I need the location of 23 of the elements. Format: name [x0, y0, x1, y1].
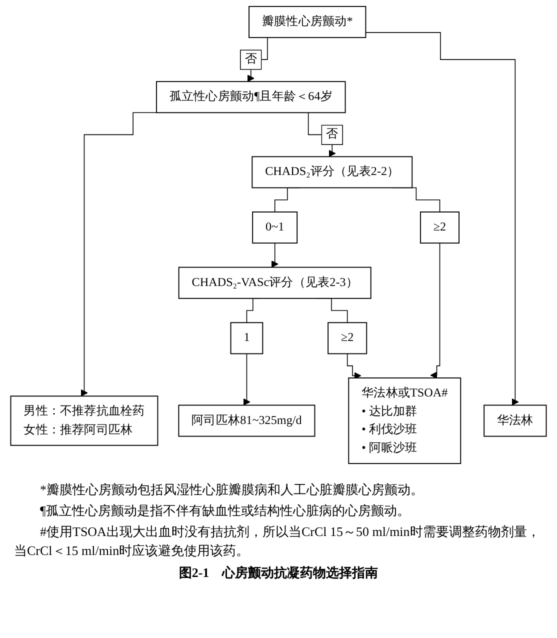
node-box: 阿司匹林81~325mg/d [178, 404, 316, 437]
edge-label: 否 [244, 52, 257, 66]
node-box: ≥2 [328, 322, 368, 354]
arrow [271, 242, 278, 268]
node-box: 华法林或TSOA# • 达比加群 • 利伐沙班 • 阿哌沙班 [348, 377, 462, 464]
node-box: ≥2 [420, 212, 460, 244]
node-box: 1 [230, 322, 264, 354]
arrow [430, 242, 440, 379]
node-box: 华法林 [484, 404, 547, 437]
node-box: 孤立性心房颤动¶且年龄＜64岁 [156, 81, 346, 114]
node-box: 瓣膜性心房颤动* [248, 6, 366, 38]
edge-label: 否 [326, 128, 338, 141]
node-box: 0~1 [252, 212, 298, 244]
footnote-text: *瓣膜性心房颤动包括风湿性心脏瓣膜病和人工心脏瓣膜心房颤动。 [39, 481, 424, 499]
node-box: 男性：不推荐抗血栓药 女性：推荐阿司匹林 [10, 396, 158, 446]
arrow [346, 353, 362, 380]
arrow [365, 32, 519, 406]
node-box: CHADS₂-VASc评分（见表2-3） [178, 266, 372, 299]
figure-caption: 图2-1 心房颤动抗凝药物选择指南 [178, 564, 380, 582]
footnote-text: #使用TSOA出现大出血时没有拮抗剂，所以当CrCl 15～50 ml/min时需要调整药物剂量，当CrCl＜15 ml/min时应该避免使用该药。 [14, 523, 541, 560]
node-box: CHADS₂评分（见表2-2） [252, 156, 413, 188]
footnote-text: ¶孤立性心房颤动是指不伴有缺血性或结构性心脏病的心房颤动。 [39, 502, 411, 520]
arrow [243, 353, 250, 406]
